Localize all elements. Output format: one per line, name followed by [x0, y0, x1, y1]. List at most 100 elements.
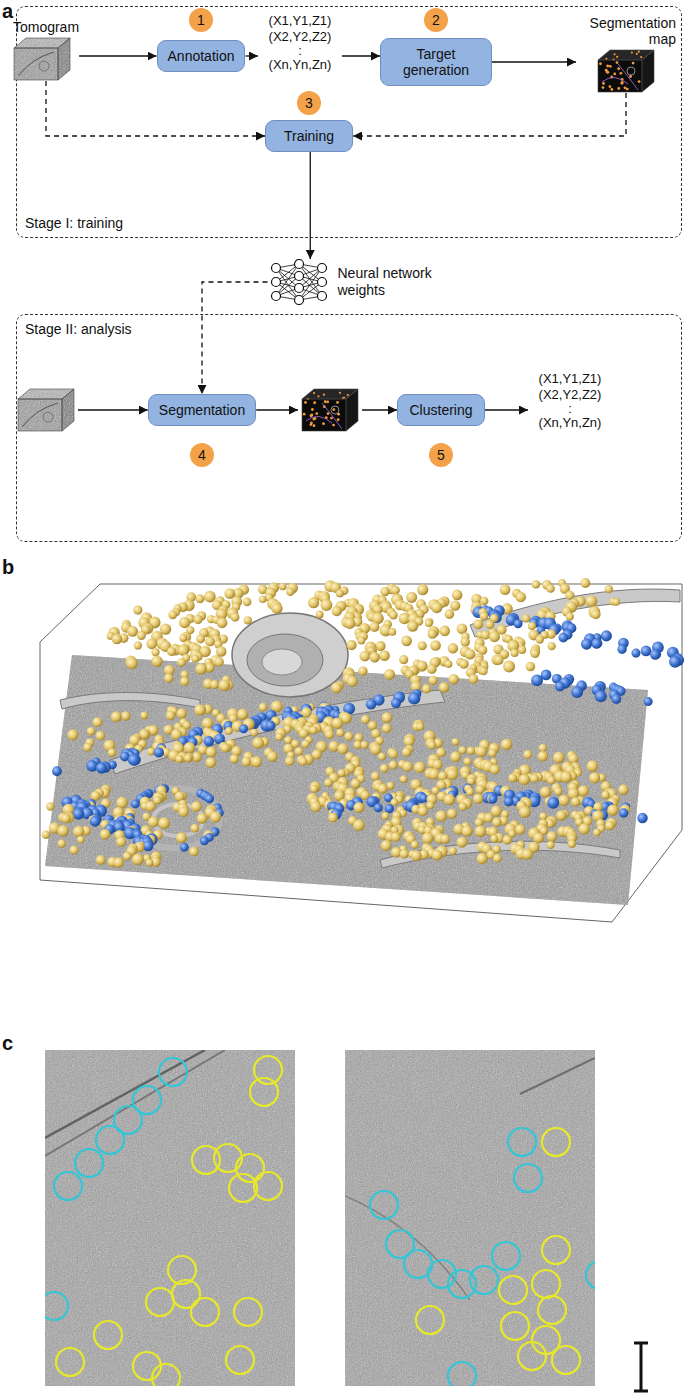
particle-sphere [641, 646, 652, 657]
illustration-part [317, 395, 319, 397]
particle-sphere [344, 618, 355, 629]
illustration-part [14, 38, 70, 80]
box-label: Segmentation [159, 402, 245, 418]
particle-sphere [196, 634, 205, 643]
illustration-part [337, 418, 340, 421]
particle-sphere [299, 757, 308, 766]
illustration-part [152, 1364, 180, 1386]
particle-sphere [379, 650, 390, 661]
particle-sphere [519, 774, 530, 785]
particle-sphere [601, 791, 610, 800]
particle-sphere [585, 595, 597, 607]
particle-sphere [547, 797, 559, 809]
particle-sphere [96, 855, 106, 865]
particle-sphere [490, 764, 500, 774]
particle-sphere [310, 785, 318, 793]
particle-sphere [501, 739, 513, 751]
illustration-part [303, 413, 306, 416]
particle-sphere [566, 612, 574, 620]
particle-sphere [310, 801, 321, 812]
illustration-part [306, 416, 332, 423]
particle-sphere [259, 595, 267, 603]
particle-sphere [484, 813, 494, 823]
callout-number: 2 [424, 8, 448, 32]
illustration-part [586, 1261, 595, 1289]
particle-sphere [200, 836, 209, 845]
particle-sphere [90, 816, 101, 827]
illustration-part [336, 401, 339, 404]
particle-sphere [611, 694, 621, 704]
particle-sphere [446, 768, 458, 780]
illustration-part [416, 1306, 444, 1334]
particle-sphere [336, 729, 344, 737]
illustration-part [14, 48, 58, 80]
particle-sphere [382, 812, 390, 820]
illustration-part [311, 408, 314, 411]
illustration-part [94, 1321, 122, 1349]
particle-sphere [131, 799, 140, 808]
particle-sphere [669, 656, 681, 668]
particle-sphere [259, 703, 268, 712]
particle-sphere [320, 599, 332, 611]
particle-sphere [354, 733, 363, 742]
particle-sphere [587, 760, 599, 772]
particle-sphere [448, 674, 459, 685]
particle-sphere [503, 661, 515, 673]
illustration-part [14, 48, 58, 80]
particle-sphere [145, 801, 156, 812]
illustration-part [616, 61, 619, 64]
illustration-part [606, 71, 609, 74]
volume-icon [597, 49, 655, 93]
particle-sphere [400, 775, 408, 783]
particle-sphere [411, 841, 419, 849]
particle-sphere [428, 629, 438, 639]
box-label: Clustering [408, 402, 474, 418]
particle-sphere [466, 788, 474, 796]
particle-sphere [177, 658, 186, 667]
particle-sphere [467, 774, 478, 785]
particle-sphere [401, 636, 412, 647]
particle-sphere [538, 751, 549, 762]
particle-sphere [133, 606, 142, 615]
particle-sphere [607, 804, 618, 815]
illustration-part [613, 59, 615, 61]
particle-sphere [87, 727, 96, 736]
illustration-part [250, 1078, 278, 1106]
particle-sphere [427, 664, 437, 674]
illustration-part [613, 73, 616, 76]
particle-sphere [205, 636, 215, 646]
particle-sphere [591, 610, 601, 620]
particle-sphere [151, 648, 159, 656]
particle-sphere [556, 810, 566, 820]
particle-sphere [439, 626, 450, 637]
particle-sphere [560, 771, 572, 783]
illustration-part [254, 1172, 282, 1200]
illustration-part [621, 81, 624, 84]
particle-sphere [559, 633, 569, 643]
callout-number: 1 [189, 8, 213, 32]
particle-sphere [191, 655, 199, 663]
particle-sphere [121, 711, 131, 721]
flow-arrow [342, 55, 380, 56]
particle-sphere [389, 611, 398, 620]
particle-sphere [126, 658, 138, 670]
illustration-part [638, 51, 640, 53]
particle-sphere [480, 597, 488, 605]
particle-sphere [344, 732, 353, 741]
tomogram-slices [40, 1050, 626, 1392]
particle-sphere [488, 749, 496, 757]
illustration-part [45, 655, 648, 905]
particle-sphere [195, 663, 207, 675]
particle-sphere [123, 852, 132, 861]
particle-sphere [469, 674, 479, 684]
particle-sphere [146, 638, 157, 649]
flow-arrow [78, 409, 148, 410]
illustration-part [602, 82, 605, 85]
illustration-part [326, 400, 329, 403]
illustration-part [18, 52, 54, 76]
particle-sphere [589, 772, 600, 783]
coordinate-text: : [298, 44, 302, 59]
particle-sphere [73, 808, 85, 820]
particle-sphere [489, 631, 500, 642]
process-box: Training [265, 120, 353, 152]
